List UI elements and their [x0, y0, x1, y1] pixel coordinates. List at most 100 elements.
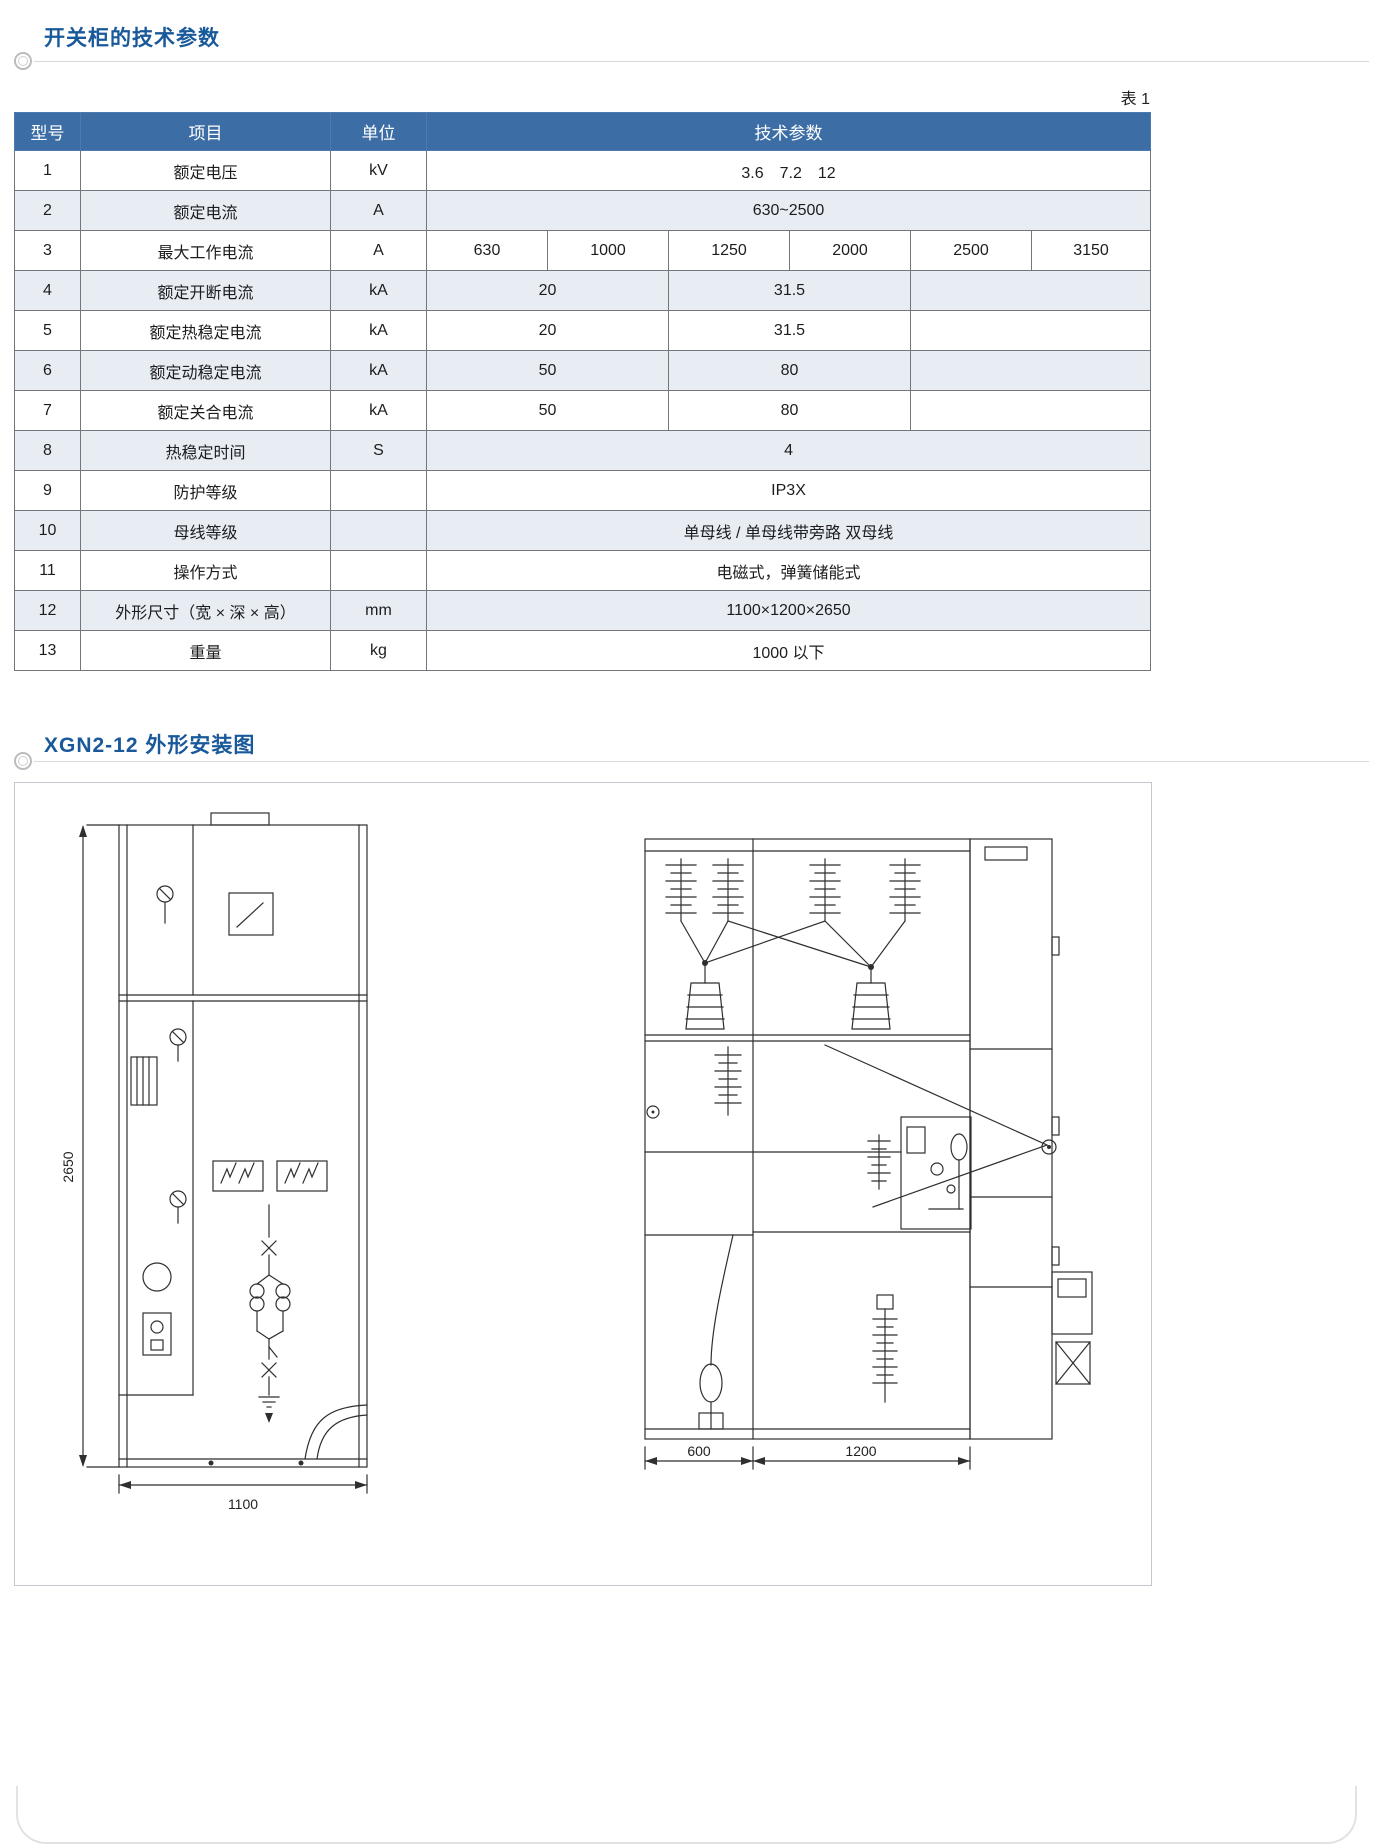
table-row: 7 额定关合电流 kA 50 80	[14, 390, 1152, 431]
rear-terminal-boxes	[1051, 1271, 1093, 1385]
spec-table: 型号 项目 单位 技术参数 1 额定电压 kV 3.6 7.2 12 2 额定电…	[14, 112, 1152, 671]
table-row: 11 操作方式 电磁式，弹簧储能式	[14, 550, 1152, 591]
support-insulators	[685, 982, 891, 1030]
depth-dimensions	[644, 1446, 971, 1470]
table-cell: 额定开断电流	[80, 270, 331, 311]
table-row: 5 额定热稳定电流 kA 20 31.5	[14, 310, 1152, 351]
table-row: 1 额定电压 kV 3.6 7.2 12	[14, 150, 1152, 191]
spec-table-header: 型号 项目 单位 技术参数	[14, 112, 1152, 151]
table-cell: 重量	[80, 630, 331, 671]
table-row: 2 额定电流 A 630~2500	[14, 190, 1152, 231]
table-cell	[909, 310, 1152, 351]
table-cell: kA	[330, 310, 427, 351]
section-title-installation: XGN2-12 外形安装图	[44, 734, 256, 757]
ring-ornament	[14, 752, 32, 770]
table-cell: 4	[14, 270, 81, 311]
table-cell: S	[330, 430, 427, 471]
table-cell: 额定动稳定电流	[80, 350, 331, 391]
post-insulator-coil	[714, 1046, 742, 1116]
switch-symbol-boxes	[212, 1160, 328, 1192]
table-cell: 外形尺寸（宽 × 深 × 高）	[80, 590, 331, 631]
table-cell	[909, 270, 1152, 311]
table-cell: 电磁式，弹簧储能式	[425, 550, 1152, 591]
lower-insulator-coil	[872, 1294, 898, 1403]
table-cell: 8	[14, 430, 81, 471]
table-cell: 20	[426, 310, 669, 351]
header-params: 技术参数	[425, 112, 1152, 151]
table-cell: 1100×1200×2650	[425, 590, 1152, 631]
table-row: 3 最大工作电流 A 630 1000 1250 2000 2500 3150	[14, 230, 1152, 271]
section-title-specs: 开关柜的技术参数	[44, 27, 220, 50]
front-height-dim-label: 2650	[61, 1151, 76, 1182]
table-cell: kA	[330, 350, 427, 391]
installation-diagram-panel: 2650 1100	[14, 782, 1152, 1586]
table-row: 8 热稳定时间 S 4	[14, 430, 1152, 471]
table-cell: 3150	[1030, 230, 1152, 271]
table-cell: mm	[330, 590, 427, 631]
table-cell	[909, 390, 1152, 431]
table-cell: kA	[330, 390, 427, 431]
busbar-insulator-coils	[665, 858, 921, 922]
table-cell: 31.5	[668, 310, 911, 351]
table-cell	[909, 350, 1152, 391]
table-cell	[330, 550, 427, 591]
table-cell: 4	[425, 430, 1152, 471]
front-view-drawing: 2650 1100	[61, 812, 368, 1512]
table-row: 10 母线等级 单母线 / 单母线带旁路 双母线	[14, 510, 1152, 551]
table-cell: 7	[14, 390, 81, 431]
table-cell: 80	[668, 390, 911, 431]
front-width-dim-label: 1100	[228, 1496, 258, 1512]
side-frame	[644, 838, 1060, 1440]
table-caption: 表 1	[1120, 91, 1150, 108]
table-cell: 13	[14, 630, 81, 671]
table-cell	[330, 510, 427, 551]
table-cell: 31.5	[668, 270, 911, 311]
table-header-row: 型号 项目 单位 技术参数	[14, 112, 1152, 151]
table-cell: 额定电压	[80, 150, 331, 191]
table-cell: 9	[14, 470, 81, 511]
table-cell: A	[330, 230, 427, 271]
table-cell: 6	[14, 350, 81, 391]
table-cell: 1000 以下	[425, 630, 1152, 671]
table-cell: kA	[330, 270, 427, 311]
table-cell: 额定关合电流	[80, 390, 331, 431]
table-row: 12 外形尺寸（宽 × 深 × 高） mm 1100×1200×2650	[14, 590, 1152, 631]
table-cell: kV	[330, 150, 427, 191]
table-cell: 热稳定时间	[80, 430, 331, 471]
table-row: 4 额定开断电流 kA 20 31.5	[14, 270, 1152, 311]
mid-beam	[644, 1034, 971, 1153]
table-cell: 防护等级	[80, 470, 331, 511]
table-cell: 2500	[910, 230, 1032, 271]
table-cell: 5	[14, 310, 81, 351]
table-cell: 额定热稳定电流	[80, 310, 331, 351]
spec-table-body: 1 额定电压 kV 3.6 7.2 12 2 额定电流 A 630~2500 3…	[14, 150, 1152, 671]
side-depth-rear-dim-label: 1200	[845, 1443, 876, 1459]
lock-and-handle	[142, 1262, 172, 1356]
height-dimension	[79, 824, 120, 1468]
table-cell: 最大工作电流	[80, 230, 331, 271]
table-cell: kg	[330, 630, 427, 671]
table-cell: 20	[426, 270, 669, 311]
table-cell: 80	[668, 350, 911, 391]
table-row: 13 重量 kg 1000 以下	[14, 630, 1152, 671]
divider-line	[34, 61, 1369, 62]
vent-grille	[130, 1056, 158, 1106]
table-row: 6 额定动稳定电流 kA 50 80	[14, 350, 1152, 391]
busbar-connections	[680, 920, 906, 984]
cable-duct	[208, 1404, 368, 1466]
table-cell: 3.6 7.2 12	[425, 150, 1152, 191]
table-cell: 1000	[547, 230, 669, 271]
divider-line	[34, 761, 1369, 762]
side-depth-front-dim-label: 600	[687, 1443, 711, 1459]
cabinet-outline	[118, 812, 368, 1468]
table-cell: 11	[14, 550, 81, 591]
table-cell: 12	[14, 590, 81, 631]
table-cell	[330, 470, 427, 511]
table-cell: 2	[14, 190, 81, 231]
table-cell: 1	[14, 150, 81, 191]
meter-and-indicator	[156, 885, 274, 936]
table-cell: 额定电流	[80, 190, 331, 231]
table-cell: 630~2500	[425, 190, 1152, 231]
table-row: 9 防护等级 IP3X	[14, 470, 1152, 511]
